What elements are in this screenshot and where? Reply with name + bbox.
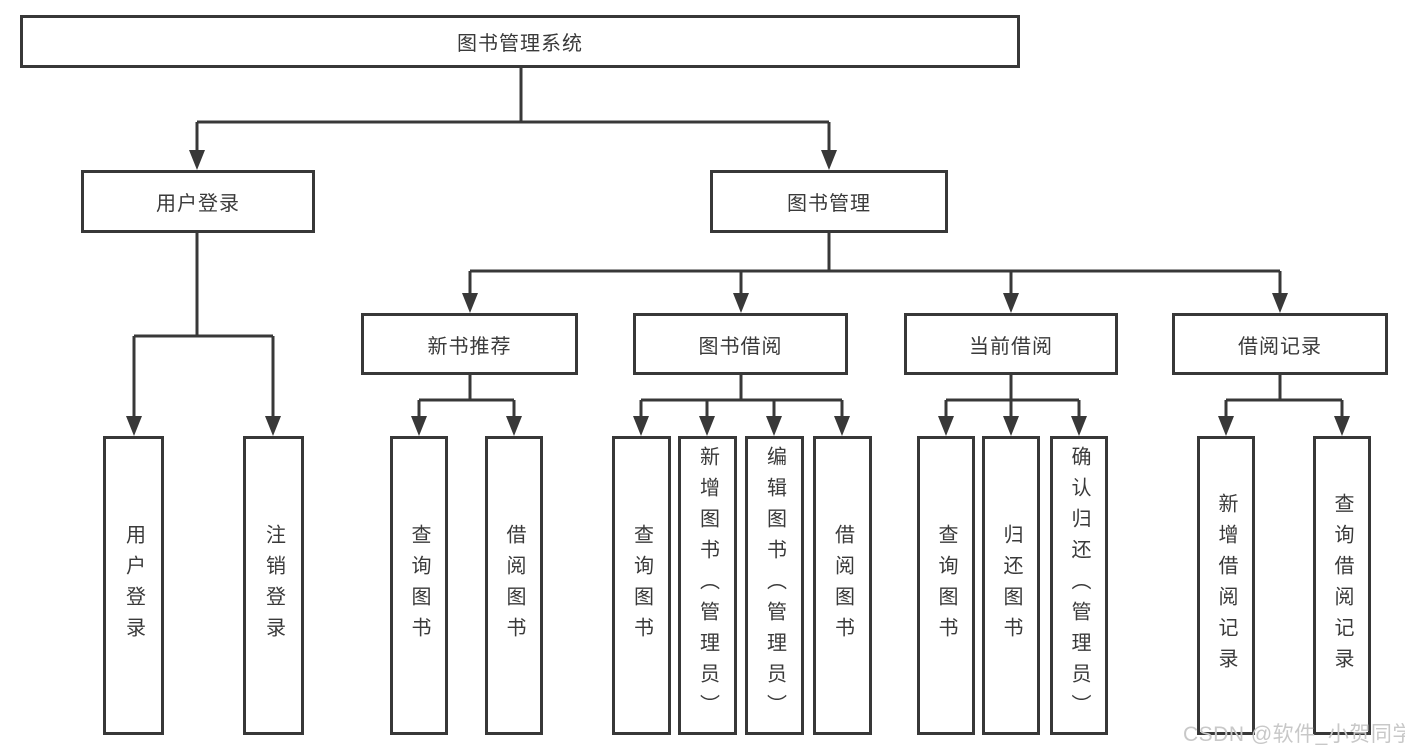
leaf-logout: 注销登录: [243, 436, 304, 735]
leaf-edit-book-admin: 编辑图书（管理员）: [745, 436, 804, 735]
leaf-query-books-recommend: 查询图书: [390, 436, 448, 735]
leaf-add-book-admin: 新增图书（管理员）: [678, 436, 737, 735]
leaf-return-books-label: 归还图书: [1000, 523, 1022, 648]
leaf-edit-book-admin-label: 编辑图书（管理员）: [763, 446, 786, 725]
node-book-management: 图书管理: [710, 170, 948, 233]
node-book-borrow-label: 图书借阅: [698, 335, 783, 358]
leaf-add-borrow-record: 新增借阅记录: [1197, 436, 1255, 735]
leaf-user-login: 用户登录: [103, 436, 164, 735]
leaf-query-books-recommend-label: 查询图书: [408, 523, 430, 648]
leaf-add-borrow-record-label: 新增借阅记录: [1215, 492, 1237, 679]
leaf-query-books-current-label: 查询图书: [935, 523, 957, 648]
connector-stroke-paths: [132, 67, 1344, 420]
leaf-confirm-return-admin-label: 确认归还（管理员）: [1068, 446, 1090, 725]
leaf-return-books: 归还图书: [982, 436, 1040, 735]
node-borrow-records: 借阅记录: [1172, 313, 1388, 375]
node-user-login-label: 用户登录: [156, 193, 240, 215]
leaf-borrow-books-borrow: 借阅图书: [813, 436, 872, 735]
node-new-book-recommend: 新书推荐: [361, 313, 578, 375]
leaf-query-borrow-record: 查询借阅记录: [1313, 436, 1371, 735]
node-borrow-records-label: 借阅记录: [1238, 335, 1322, 358]
leaf-query-borrow-record-label: 查询借阅记录: [1331, 492, 1353, 679]
node-book-borrow: 图书借阅: [633, 313, 848, 375]
node-user-login: 用户登录: [81, 170, 315, 233]
node-current-borrow-label: 当前借阅: [969, 335, 1053, 358]
node-new-book-recommend-label: 新书推荐: [427, 335, 512, 358]
watermark: CSDN @软件_小贺同学: [1183, 723, 1405, 746]
node-library-system: 图书管理系统: [20, 15, 1020, 68]
leaf-add-book-admin-label: 新增图书（管理员）: [696, 446, 719, 725]
leaf-confirm-return-admin: 确认归还（管理员）: [1050, 436, 1108, 735]
node-book-management-label: 图书管理: [787, 193, 871, 215]
connector-arrowheads: [126, 150, 1350, 436]
node-library-system-label: 图书管理系统: [457, 33, 583, 55]
leaf-user-login-label: 用户登录: [122, 523, 145, 648]
leaf-query-books-current: 查询图书: [917, 436, 975, 735]
leaf-logout-label: 注销登录: [262, 523, 285, 648]
leaf-query-books-borrow: 查询图书: [612, 436, 671, 735]
leaf-borrow-books-recommend-label: 借阅图书: [503, 523, 525, 648]
leaf-borrow-books-borrow-label: 借阅图书: [831, 523, 854, 648]
node-current-borrow: 当前借阅: [904, 313, 1118, 375]
leaf-borrow-books-recommend: 借阅图书: [485, 436, 543, 735]
leaf-query-books-borrow-label: 查询图书: [630, 523, 653, 648]
